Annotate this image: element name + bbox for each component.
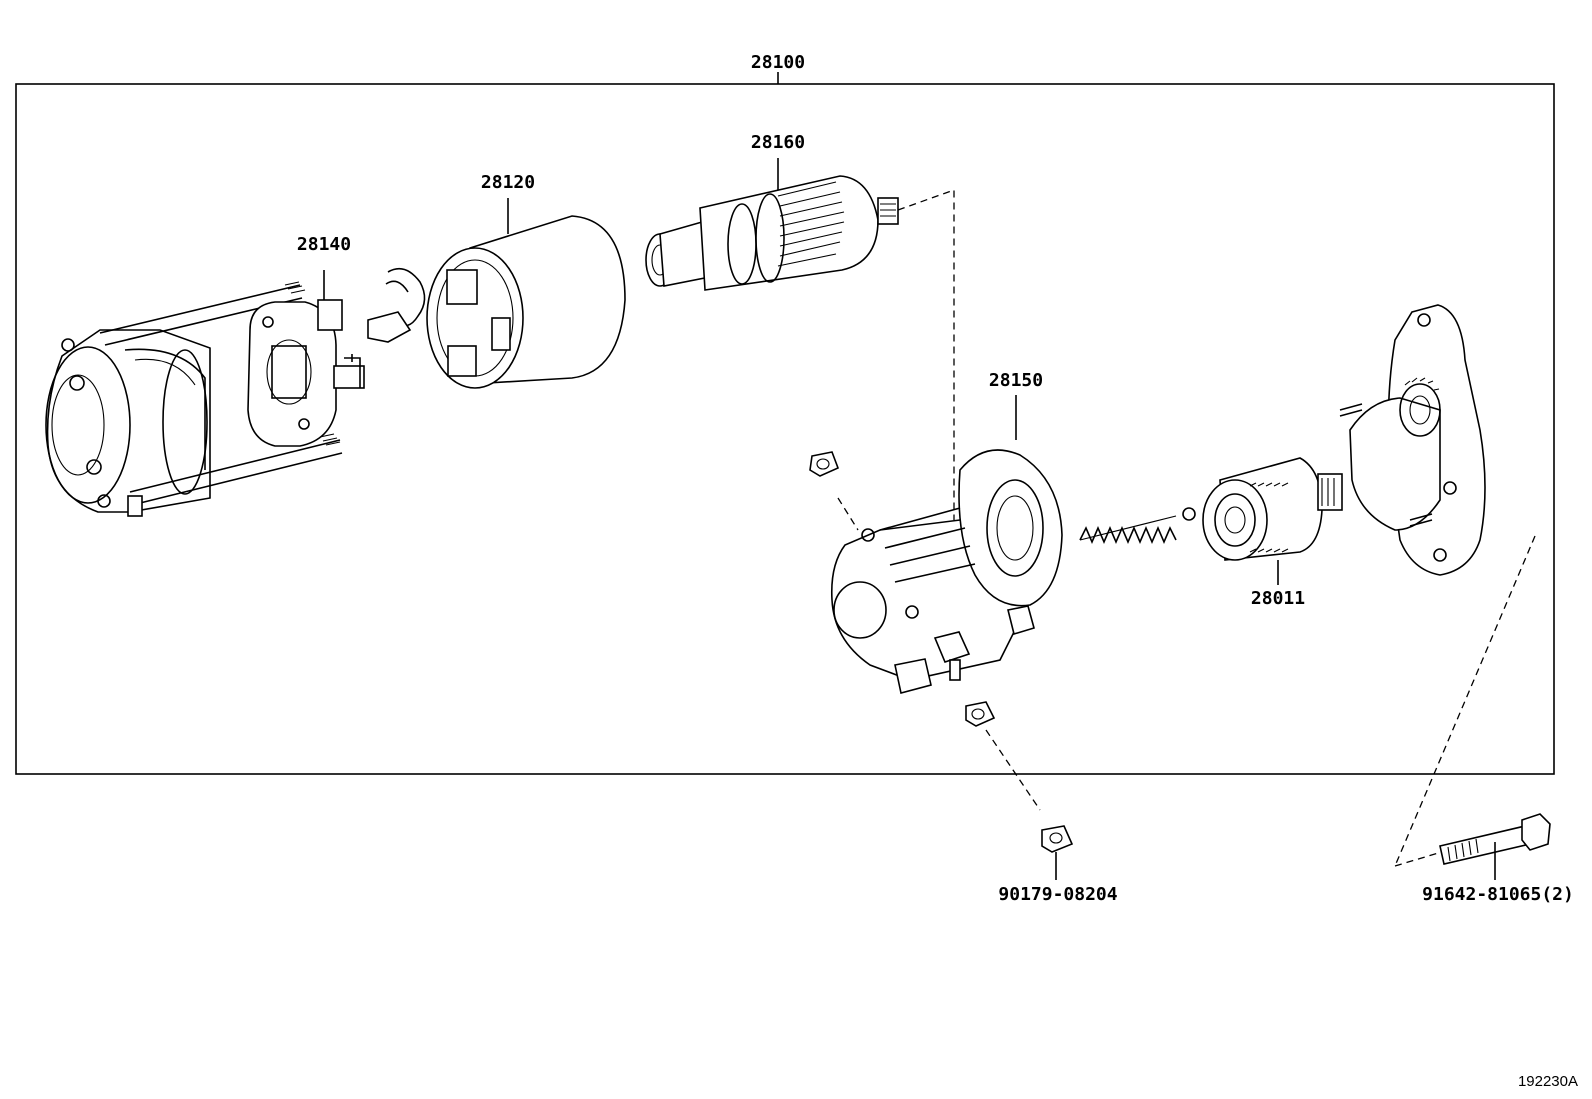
commutator-end-housing	[45, 281, 343, 517]
steel-ball	[1182, 507, 1196, 521]
brush-holder	[247, 270, 365, 447]
reference-code: 192230A	[1518, 1073, 1578, 1090]
bolt-91642	[1439, 813, 1551, 880]
label-28140[interactable]: 28140	[297, 234, 351, 255]
label-28120[interactable]: 28120	[481, 172, 535, 193]
label-28160[interactable]: 28160	[751, 132, 805, 153]
pinion-housing	[1339, 304, 1486, 576]
armature	[645, 158, 899, 291]
label-28150[interactable]: 28150	[989, 370, 1043, 391]
bolt-alignment-dash	[1394, 535, 1536, 867]
nut-upper	[809, 451, 840, 477]
assembly-frame	[15, 83, 1555, 775]
nut-upper-dash	[837, 497, 859, 531]
nut-lower-dash	[985, 729, 1041, 811]
nut-lower	[965, 701, 996, 727]
assembly-label[interactable]: 28100	[751, 52, 805, 73]
starter-clutch	[1202, 457, 1343, 585]
label-91642[interactable]: 91642-81065(2)	[1422, 884, 1574, 905]
field-yoke	[367, 198, 626, 389]
drive-housing	[830, 395, 1063, 694]
label-90179[interactable]: 90179-08204	[998, 884, 1117, 905]
nut-90179	[1041, 825, 1074, 880]
armature-alignment-dash	[897, 189, 955, 520]
return-spring	[1079, 515, 1177, 545]
label-28011[interactable]: 28011	[1251, 588, 1305, 609]
